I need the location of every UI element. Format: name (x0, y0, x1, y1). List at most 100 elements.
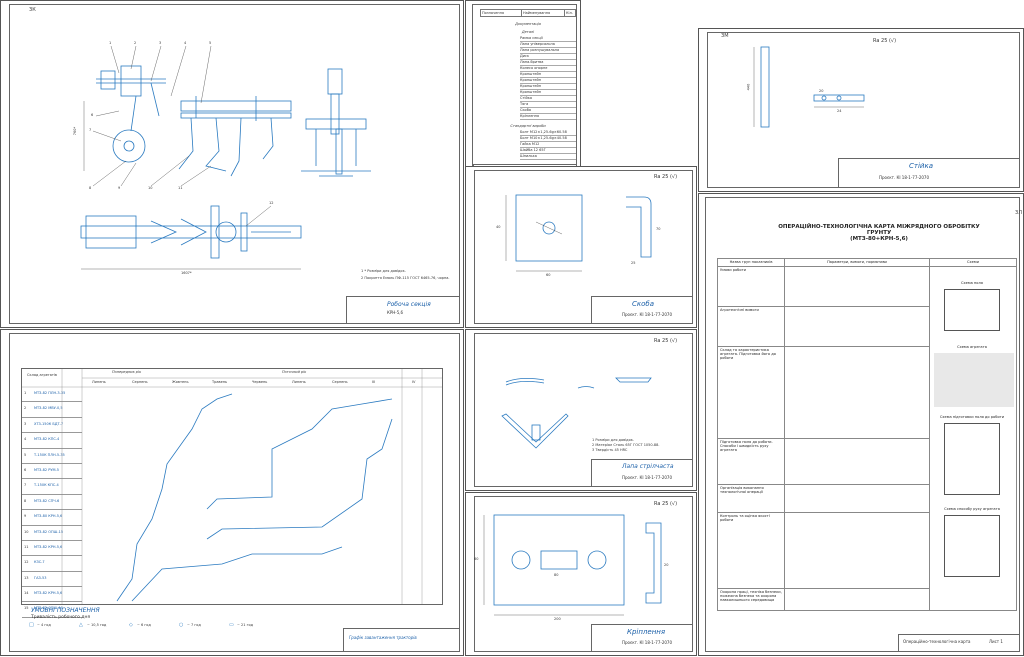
sheet-kriplennia: Ra 25 (√) 200 60 80 20 Кріплення Проєкт.… (465, 492, 697, 656)
note-2: 2 Матеріал Сталь 65Г ГОСТ 1050-88. (592, 443, 660, 447)
chart-row-aggregate: ХТЗ-150К БДТ-7 (34, 421, 64, 426)
callout-9: 9 (118, 186, 121, 190)
chart-grid: Склад агрегатів Попередник рік Поточний … (21, 368, 443, 618)
sheet-stiyka: ЗМ Ra 25 (√) 440 20 24 Стійка Проєкт. КІ… (698, 28, 1024, 192)
chart-row-aggregate: КЗС-7 (34, 560, 45, 565)
spec-part-item: Лапа універсальна (520, 42, 576, 48)
row-conditions: Умови роботи (717, 266, 785, 307)
row-header: Склад агрегатів (27, 373, 57, 377)
title-block-code: Проєкт. КІ 18-1-77-2070 (622, 475, 673, 480)
title-block-name: Робоча секція (387, 301, 431, 308)
chart-row-number: 10 (24, 529, 29, 534)
title-block-name: Операційно-технологічна карта (903, 639, 971, 644)
chart-row-number: 12 (24, 560, 29, 565)
sheet-number: ЗЛ (1015, 210, 1022, 216)
schemes-cell: Схема поля Схема агрегата Схема підготов… (929, 266, 1017, 611)
sheet-frame (474, 333, 693, 487)
legend-subtitle: Тривалість робочого дня (31, 615, 91, 620)
col-left-header: Попередник рік (112, 370, 142, 374)
note-2: 2 Покриття Емаль ПФ-115 ГОСТ 6465-76, чо… (361, 276, 450, 280)
chart-row-aggregate: МТЗ-82 СПЧ-6 (34, 498, 60, 503)
spec-col-designation: Позначення (480, 9, 522, 17)
spec-part-item: Диск (520, 54, 576, 60)
chart-row-number: 2 (24, 406, 27, 411)
callout-3: 3 (159, 41, 162, 45)
lapa-drawing (501, 377, 652, 449)
spec-part-item: Кронштейн (520, 90, 576, 96)
row-field-prep: Підготовка поля до роботи. Способи і шви… (717, 438, 785, 485)
chart-month-label: Серпень (132, 380, 148, 384)
spec-part-item: Кронштейн (520, 72, 576, 78)
title-block-page: Лист 1 (989, 639, 1003, 644)
scheme-motion: Схема способу руху агрегата (944, 507, 1000, 511)
title-block-code: Проєкт. КІ 18-1-77-2070 (622, 312, 673, 317)
title-block-code: Проєкт. КІ 18-1-77-2070 (622, 640, 673, 645)
title-block-name: Лапа стрілчаста (622, 463, 674, 470)
title-block-name: Стійка (909, 162, 933, 170)
callout-11: 11 (178, 186, 183, 190)
card-title-line2: (МТЗ-80+КРН-5,6) (850, 236, 908, 242)
dim-thickness: 20 (664, 563, 669, 567)
callout-6: 6 (91, 113, 94, 117)
row-aggregate: Склад та характеристика агрегата. Підгот… (717, 346, 785, 439)
callout-5: 5 (209, 41, 212, 45)
dim-length: 200 (554, 617, 561, 621)
dim-b: 40 (496, 225, 501, 229)
sheet-frame (9, 4, 460, 324)
scheme-aggregate: Схема агрегата (957, 345, 987, 349)
spec-part-item: Кріплення (520, 114, 576, 120)
spec-std-item: Шайба 12 65Г (520, 148, 576, 154)
col-groups: Назва груп показників (717, 258, 785, 267)
sheet-operational-card: ЗЛ ОПЕРАЦІЙНО-ТЕХНОЛОГІЧНА КАРТА МІЖРЯДН… (698, 193, 1024, 656)
skoba-drawing (505, 194, 652, 272)
stiyka-drawing (753, 46, 865, 128)
callout-12: 12 (269, 201, 274, 205)
spec-col-qty: Кіл. (564, 9, 576, 17)
note-1: 1 * Розміри для довідок. (361, 269, 406, 273)
chart-month-label: Травень (212, 380, 228, 384)
chart-row-number: 3 (24, 421, 27, 426)
sheet-frame (474, 496, 693, 652)
sheet-chart: Склад агрегатів Попередник рік Поточний … (0, 329, 464, 656)
chart-lines (22, 369, 442, 604)
title-block: Стійка Проєкт. КІ 18-1-77-2070 (838, 158, 1020, 188)
chart-row-aggregate: МТЗ-82 КРН-5,6 (34, 591, 63, 596)
dim-slot: 80 (554, 573, 559, 577)
dim-a: 60 (546, 273, 551, 277)
chart-row-number: 9 (24, 514, 27, 519)
chart-row-aggregate: Т-150К ПЛН-5-35 (34, 452, 65, 457)
chart-row-number: 7 (24, 483, 27, 488)
chart-month-label: Липень (292, 380, 306, 384)
dim-thickness: 24 (837, 109, 842, 113)
row-agro: Агротехнічні вимоги (717, 306, 785, 347)
spec-part-item: Тяга (520, 102, 576, 108)
params-cell (784, 266, 930, 307)
assembly-drawing (80, 45, 371, 270)
spec-part-item: Кронштейн (520, 78, 576, 84)
sheet-frame (9, 333, 460, 652)
chart-row: 3 ХТЗ-150К БДТ-7 (22, 418, 82, 434)
spec-std-item: Шпилька (520, 154, 576, 160)
legend-label: ~ 4 год (37, 623, 51, 627)
spec-part-item: Стійка (520, 96, 576, 102)
spec-section-std: Стандартні вироби (510, 124, 546, 128)
legend-marker-icon: ◇ (129, 622, 133, 628)
params-cell (784, 484, 930, 513)
legend-label: ~ 6 год (137, 623, 151, 627)
chart-row: 12 КЗС-7 (22, 556, 82, 572)
callout-8: 8 (89, 186, 92, 190)
title-block: Кріплення Проєкт. КІ 18-1-77-2070 (591, 624, 693, 652)
chart-row-number: 13 (24, 575, 29, 580)
params-cell (784, 588, 930, 611)
title-block: Графік завантаження тракторів (343, 628, 460, 652)
